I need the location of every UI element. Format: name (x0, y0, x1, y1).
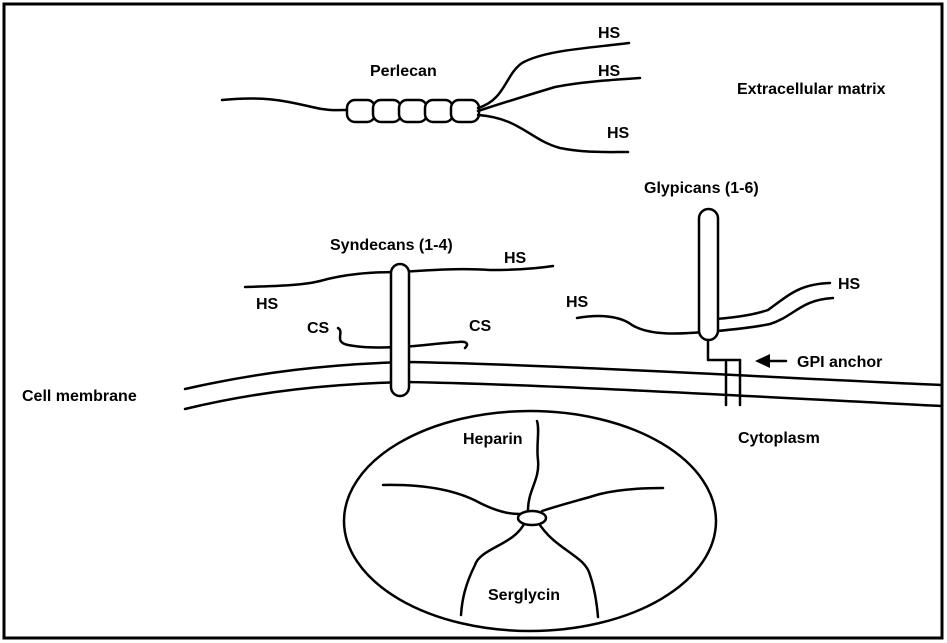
glypican-hs-label-left: HS (566, 294, 589, 311)
perlecan-hs-label-1: HS (598, 25, 621, 42)
cell-membrane-label: Cell membrane (22, 388, 137, 405)
serglycin-core (518, 511, 546, 525)
heparin-label: Heparin (463, 431, 523, 448)
perlecan-domain-4 (425, 100, 453, 122)
syndecan-cs-label-right: CS (469, 318, 492, 335)
syndecan-cs-label-left: CS (307, 320, 330, 337)
syndecan-hs-label-left: HS (256, 296, 279, 313)
perlecan-domain-2 (373, 100, 401, 122)
cytoplasm-label: Cytoplasm (738, 430, 820, 447)
syndecan-hs-label-right: HS (504, 250, 527, 267)
glypican-hs-label-right: HS (838, 276, 861, 293)
perlecan-hs-label-2: HS (598, 63, 621, 80)
perlecan-label: Perlecan (370, 63, 437, 80)
perlecan-domain-3 (399, 100, 427, 122)
glypicans-label: Glypicans (1-6) (644, 180, 759, 197)
perlecan-hs-label-3: HS (607, 125, 630, 142)
gpi-anchor-label: GPI anchor (797, 354, 882, 371)
serglycin-label: Serglycin (488, 587, 560, 604)
glypican-core-protein (699, 209, 718, 340)
perlecan-domain-5 (451, 100, 479, 122)
perlecan-domain-1 (347, 100, 375, 122)
extracellular-matrix-label: Extracellular matrix (737, 81, 886, 98)
syndecans-label: Syndecans (1-4) (330, 237, 453, 254)
syndecan-core-protein (391, 264, 409, 396)
